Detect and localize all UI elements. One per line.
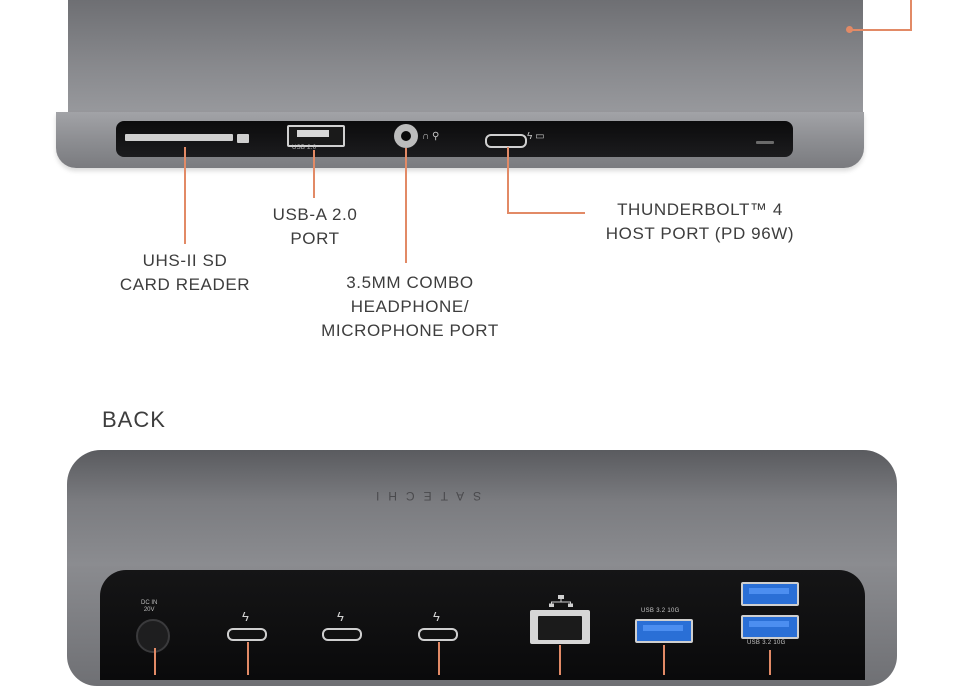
label-line: HOST PORT (PD 96W) <box>605 224 795 243</box>
leader-line-usb2 <box>769 650 771 675</box>
leader-line-ethernet <box>559 645 561 675</box>
usb-a-front-port-text: USB 2.0 <box>292 145 317 151</box>
usb-a-port-2 <box>741 582 799 606</box>
back-section-title: BACK <box>102 407 166 432</box>
usb-a-port-3 <box>741 615 799 639</box>
headphone-mic-icon: ∩ ⚲ <box>422 131 440 142</box>
label-line: MICROPHONE PORT <box>321 321 499 340</box>
label-line: PORT <box>290 229 340 248</box>
thunderbolt-icon: ϟ <box>433 609 440 624</box>
leader-line-tb-horizontal <box>507 212 585 214</box>
usb-port-tag: USB 3.2 10G <box>641 608 680 614</box>
thunderbolt-port-3 <box>418 628 458 641</box>
status-led <box>756 141 774 144</box>
label-line: DC IN <box>141 600 158 606</box>
back-port-panel <box>100 570 865 680</box>
label-line: CARD READER <box>119 275 251 294</box>
usb-a-port-label: USB-A 2.0 PORT <box>245 203 385 251</box>
dc-in-jack <box>136 619 170 653</box>
thunderbolt-host-port-label: THUNDERBOLT™ 4 HOST PORT (PD 96W) <box>590 198 810 246</box>
leader-line-tb1 <box>247 642 249 675</box>
ethernet-port-opening <box>538 616 582 640</box>
thunderbolt-host-port <box>485 134 527 148</box>
label-line: UHS-II SD <box>142 251 228 270</box>
leader-line <box>910 0 912 30</box>
usb-a-front-tongue <box>297 130 329 137</box>
audio-jack-hole <box>401 131 411 141</box>
label-line: HEADPHONE/ <box>350 297 470 316</box>
label-line: 20V <box>143 607 155 613</box>
back-device-top <box>67 450 897 580</box>
label-line: 3.5MM COMBO <box>346 273 474 292</box>
thunderbolt-display-icon: ϟ ▭ <box>527 131 545 142</box>
usb-a-port-tongue <box>749 588 789 594</box>
dc-in-label: DC IN 20V <box>141 600 157 614</box>
label-line: THUNDERBOLT™ 4 <box>617 200 783 219</box>
leader-line-usba <box>313 150 315 198</box>
leader-line-tb3 <box>438 642 440 675</box>
usb-port-tag: USB 3.2 10G <box>747 640 786 646</box>
sd-card-slot <box>125 134 233 141</box>
front-device-top <box>68 0 863 120</box>
leader-line-dc <box>154 648 156 675</box>
network-icon <box>549 595 573 607</box>
leader-line-audio <box>405 148 407 263</box>
usb-a-port-1 <box>635 619 693 643</box>
label-line: USB-A 2.0 <box>272 205 358 224</box>
thunderbolt-port-1 <box>227 628 267 641</box>
audio-port-label: 3.5MM COMBO HEADPHONE/ MICROPHONE PORT <box>305 271 515 343</box>
thunderbolt-icon: ϟ <box>242 609 249 624</box>
leader-line-usb1 <box>663 645 665 675</box>
usb-a-port-tongue <box>749 621 789 627</box>
brand-logo: SATECHI <box>367 489 482 503</box>
sd-card-icon <box>237 134 249 143</box>
usb-a-port-tongue <box>643 625 683 631</box>
sd-card-reader-label: UHS-II SD CARD READER <box>110 249 260 297</box>
thunderbolt-port-2 <box>322 628 362 641</box>
leader-line <box>850 29 912 31</box>
leader-line-sd <box>184 147 186 244</box>
leader-line-tb <box>507 147 509 214</box>
leader-dot <box>846 26 853 33</box>
thunderbolt-icon: ϟ <box>337 609 344 624</box>
